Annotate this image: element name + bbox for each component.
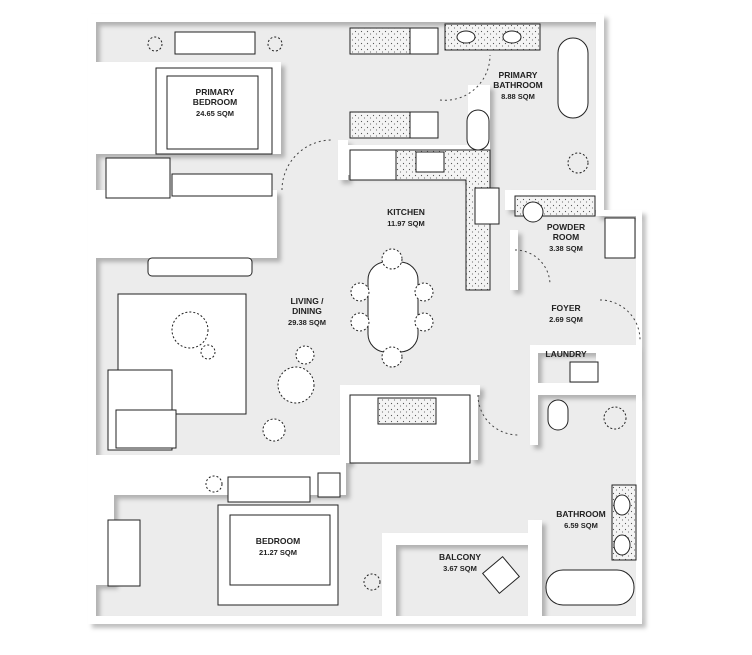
room-label-primary-bedroom: PRIMARY BEDROOM 24.65 SQM	[193, 87, 237, 119]
room-area: 6.59 SQM	[564, 521, 598, 530]
primary-bathroom-fixtures	[444, 23, 589, 174]
room-area: 2.69 SQM	[549, 315, 583, 324]
primary-bed	[155, 67, 273, 155]
room-name: KITCHEN	[387, 207, 425, 217]
room-area: 3.67 SQM	[443, 564, 477, 573]
room-area: 8.88 SQM	[501, 92, 535, 101]
primary-bedroom-furniture	[105, 31, 283, 277]
door-swings	[281, 54, 641, 436]
kitchen-counters	[349, 149, 500, 291]
room-name: LIVING /	[290, 296, 324, 306]
room-label-powder-room: POWDER ROOM 3.38 SQM	[547, 222, 585, 254]
dining-table	[350, 248, 434, 368]
bedroom-furniture	[107, 472, 381, 606]
room-name: ROOM	[552, 232, 580, 242]
room-name: BEDROOM	[255, 536, 301, 546]
room-name: BEDROOM	[192, 97, 238, 107]
laundry-fixtures	[547, 361, 627, 431]
room-label-bathroom: BATHROOM 6.59 SQM	[556, 509, 605, 531]
room-area: 29.38 SQM	[288, 318, 326, 327]
room-label-bedroom: BEDROOM 21.27 SQM	[256, 536, 300, 558]
room-label-balcony: BALCONY 3.67 SQM	[439, 552, 481, 574]
room-label-primary-bathroom: PRIMARY BATHROOM 8.88 SQM	[493, 70, 542, 102]
room-label-kitchen: KITCHEN 11.97 SQM	[387, 207, 425, 229]
room-name: DINING	[292, 306, 322, 316]
room-name: BATHROOM	[493, 80, 543, 90]
closets	[349, 27, 439, 139]
room-name: BALCONY	[438, 552, 482, 562]
room-name: LAUNDRY	[545, 349, 587, 359]
room-area: 21.27 SQM	[259, 548, 297, 557]
room-label-living-dining: LIVING / DINING 29.38 SQM	[288, 296, 326, 328]
room-name: PRIMARY	[195, 87, 235, 97]
room-name: FOYER	[551, 303, 581, 313]
balcony-chair	[481, 555, 521, 595]
room-name: BATHROOM	[556, 509, 606, 519]
powder-room-fixtures	[514, 195, 636, 259]
living-furniture	[107, 293, 471, 464]
room-area: 11.97 SQM	[387, 219, 425, 228]
room-label-laundry: LAUNDRY	[545, 349, 586, 359]
bathroom-fixtures	[545, 484, 637, 606]
room-label-foyer: FOYER 2.69 SQM	[549, 303, 583, 325]
room-area: 24.65 SQM	[196, 109, 234, 118]
room-name: POWDER	[546, 222, 586, 232]
room-name: PRIMARY	[498, 70, 538, 80]
room-area: 3.38 SQM	[549, 244, 583, 253]
